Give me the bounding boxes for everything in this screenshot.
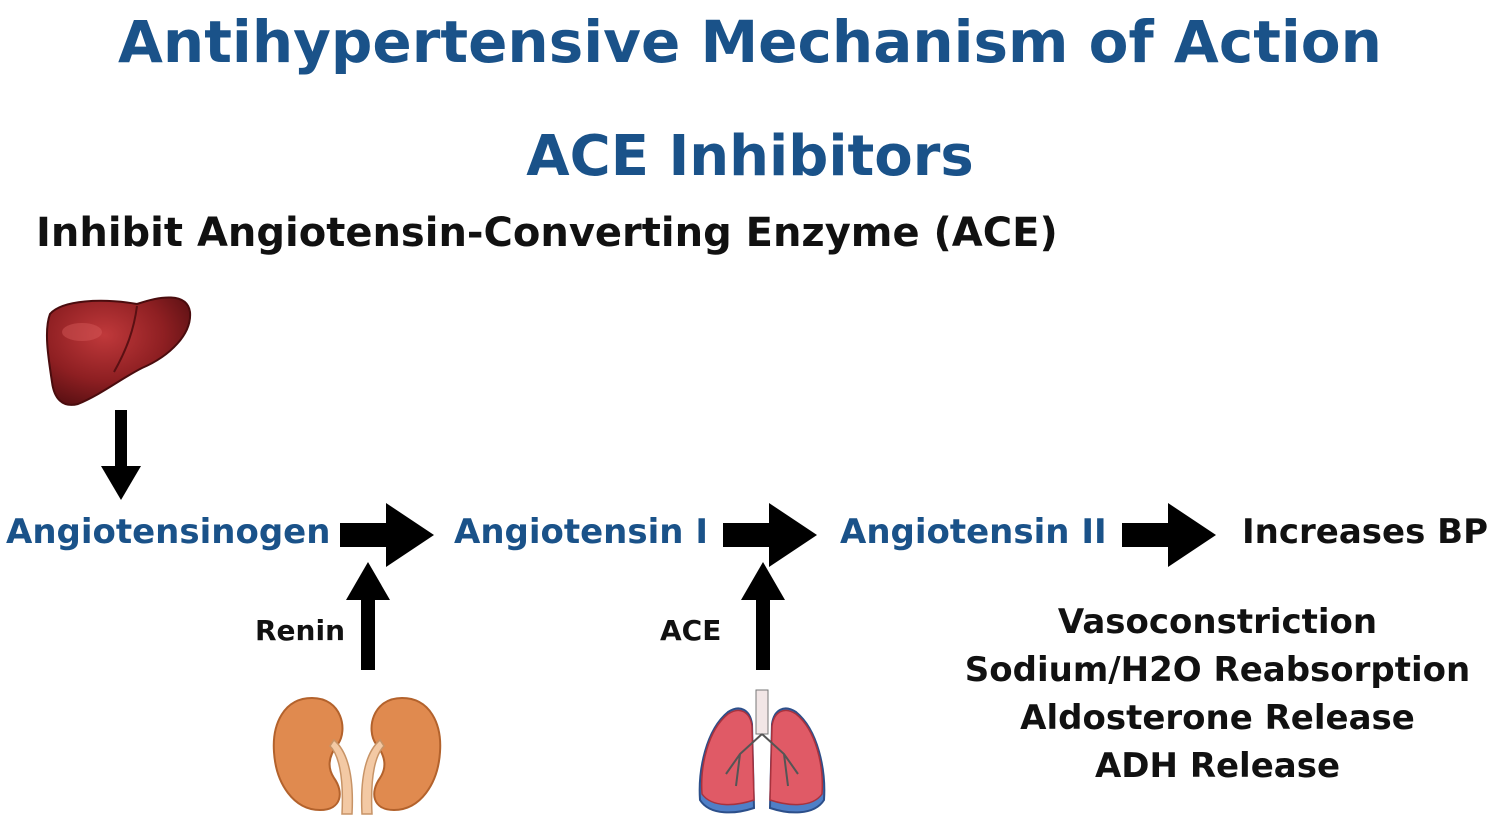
effects-list: Vasoconstriction Sodium/H2O Reabsorption… bbox=[960, 598, 1475, 790]
liver-to-angiotensinogen-arrow bbox=[101, 410, 141, 500]
diagram-title: Antihypertensive Mechanism of Action bbox=[118, 8, 1382, 76]
lungs-icon bbox=[698, 689, 826, 814]
node-angiotensin-ii: Angiotensin II bbox=[840, 512, 1107, 552]
enzyme-renin-label: Renin bbox=[255, 614, 346, 647]
mechanism-statement: Inhibit Angiotensin-Converting Enzyme (A… bbox=[36, 210, 1058, 256]
effect-vasoconstriction: Vasoconstriction bbox=[1057, 602, 1378, 642]
effect-sodium-h2o-reabsorption: Sodium/H2O Reabsorption bbox=[964, 650, 1471, 690]
renin-up-arrow bbox=[346, 562, 390, 670]
effect-aldosterone-release: Aldosterone Release bbox=[1020, 698, 1415, 738]
enzyme-ace-label: ACE bbox=[660, 614, 722, 647]
node-increases-bp: Increases BP bbox=[1242, 512, 1488, 552]
arrow-angiotensin-ii-to-increases-bp bbox=[1122, 503, 1216, 567]
drug-class-subtitle: ACE Inhibitors bbox=[526, 124, 974, 189]
kidneys-icon bbox=[272, 696, 442, 815]
ace-up-arrow bbox=[741, 562, 785, 670]
arrow-angiotensinogen-to-angiotensin-i bbox=[340, 503, 434, 567]
liver-icon bbox=[45, 296, 192, 406]
effect-adh-release: ADH Release bbox=[1094, 746, 1341, 786]
arrow-angiotensin-i-to-angiotensin-ii bbox=[723, 503, 817, 567]
node-angiotensinogen: Angiotensinogen bbox=[6, 512, 331, 552]
node-angiotensin-i: Angiotensin I bbox=[454, 512, 708, 552]
